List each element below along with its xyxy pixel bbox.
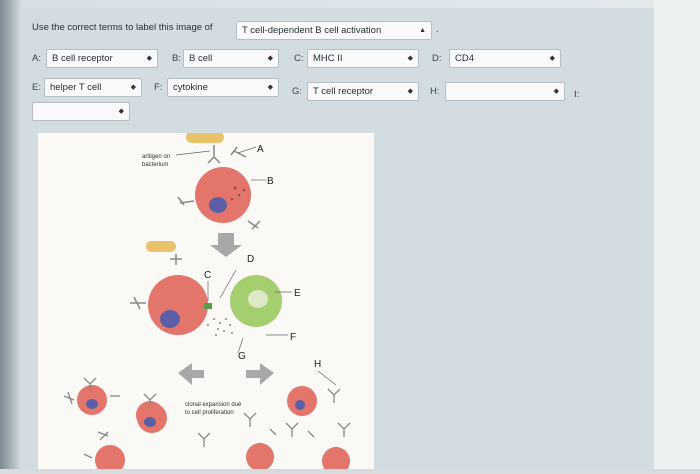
topic-select-value: T cell-dependent B cell activation <box>242 25 382 36</box>
b-cell-middle-nucleus <box>160 310 180 328</box>
topic-select[interactable]: T cell-dependent B cell activation ▲︎ <box>236 21 432 40</box>
outer-plasma-cell-3 <box>95 445 125 469</box>
label-c-letter: C: <box>294 53 304 64</box>
receptor-a <box>230 146 247 158</box>
t-cell-nucleus <box>248 290 268 308</box>
label-f-letter: F: <box>154 82 163 93</box>
select-d[interactable]: CD4 ◆ <box>449 49 561 68</box>
pointer-h <box>317 370 337 386</box>
label-h-letter: H: <box>430 86 440 97</box>
select-g-value: T cell receptor <box>313 86 374 97</box>
pointer-d <box>219 269 237 299</box>
select-e[interactable]: helper T cell ◆ <box>44 78 142 97</box>
select-e-value: helper T cell <box>50 82 102 93</box>
bacterium-middle <box>146 241 176 252</box>
marker-a: A <box>257 144 264 155</box>
b-cell-middle <box>148 275 208 335</box>
select-g[interactable]: T cell receptor ◆ <box>307 82 419 101</box>
label-a-letter: A: <box>32 53 41 64</box>
updown-arrow-icon: ◆ <box>549 55 555 62</box>
select-c-value: MHC II <box>313 53 343 64</box>
marker-g: G <box>238 351 246 362</box>
label-e-letter: E: <box>32 82 41 93</box>
cytokine-dots <box>207 318 233 336</box>
clonal-label-1: clonal expansion due <box>185 402 242 408</box>
bacterium-top <box>186 131 224 143</box>
mhc-tcr-complex <box>204 303 212 309</box>
marker-h: H <box>314 359 321 370</box>
select-h[interactable]: ◆ <box>445 82 565 101</box>
left-arrow <box>178 363 204 385</box>
select-b-value: B cell <box>189 53 213 64</box>
plasma-cell-4 <box>322 447 350 474</box>
select-a[interactable]: B cell receptor ◆ <box>46 49 158 68</box>
clonal-label-2: to cell proliferation <box>185 410 234 416</box>
plasma-cell-3 <box>246 443 274 471</box>
pointer-a <box>237 146 257 154</box>
period-mark: . <box>436 24 439 35</box>
select-f-value: cytokine <box>173 82 208 93</box>
down-arrow <box>210 233 242 257</box>
label-b-letter: B: <box>172 53 181 64</box>
label-i-letter: I: <box>574 89 580 100</box>
antigen-label-2: bacterium <box>142 162 168 168</box>
select-a-value: B cell receptor <box>52 53 113 64</box>
b-cell-receptor-top <box>207 145 221 164</box>
updown-arrow-icon: ◆ <box>553 88 559 95</box>
updown-arrow-icon: ▲︎ <box>419 27 426 34</box>
b-cell-top-nucleus <box>209 197 227 213</box>
antigen-label-1: antigen on <box>142 154 170 160</box>
marker-c: C <box>204 270 211 281</box>
question-prompt: Use the correct terms to label this imag… <box>32 22 213 33</box>
updown-arrow-icon: ◆ <box>267 84 273 91</box>
right-arrow <box>246 363 274 385</box>
select-f[interactable]: cytokine ◆ <box>167 78 279 97</box>
label-g-letter: G: <box>292 86 303 97</box>
pointer-g <box>237 337 244 354</box>
select-d-value: CD4 <box>455 53 475 64</box>
updown-arrow-icon: ◆ <box>407 55 413 62</box>
updown-arrow-icon: ◆ <box>267 55 273 62</box>
select-i[interactable]: ◆ <box>32 102 130 121</box>
marker-f: F <box>290 332 296 343</box>
select-b[interactable]: B cell ◆ <box>183 49 279 68</box>
prompt-text: Use the correct terms to label this imag… <box>32 22 213 33</box>
marker-b: B <box>267 176 274 187</box>
right-margin <box>654 0 700 469</box>
antigen-pointer <box>175 150 211 156</box>
updown-arrow-icon: ◆ <box>118 108 124 115</box>
updown-arrow-icon: ◆ <box>146 55 152 62</box>
updown-arrow-icon: ◆ <box>130 84 136 91</box>
marker-d: D <box>247 254 254 265</box>
label-d-letter: D: <box>432 53 442 64</box>
select-c[interactable]: MHC II ◆ <box>307 49 419 68</box>
marker-e: E <box>294 288 301 299</box>
updown-arrow-icon: ◆ <box>407 88 413 95</box>
antibodies <box>197 388 351 447</box>
b-cell-top <box>195 167 251 223</box>
outer-cells-left <box>63 377 167 469</box>
